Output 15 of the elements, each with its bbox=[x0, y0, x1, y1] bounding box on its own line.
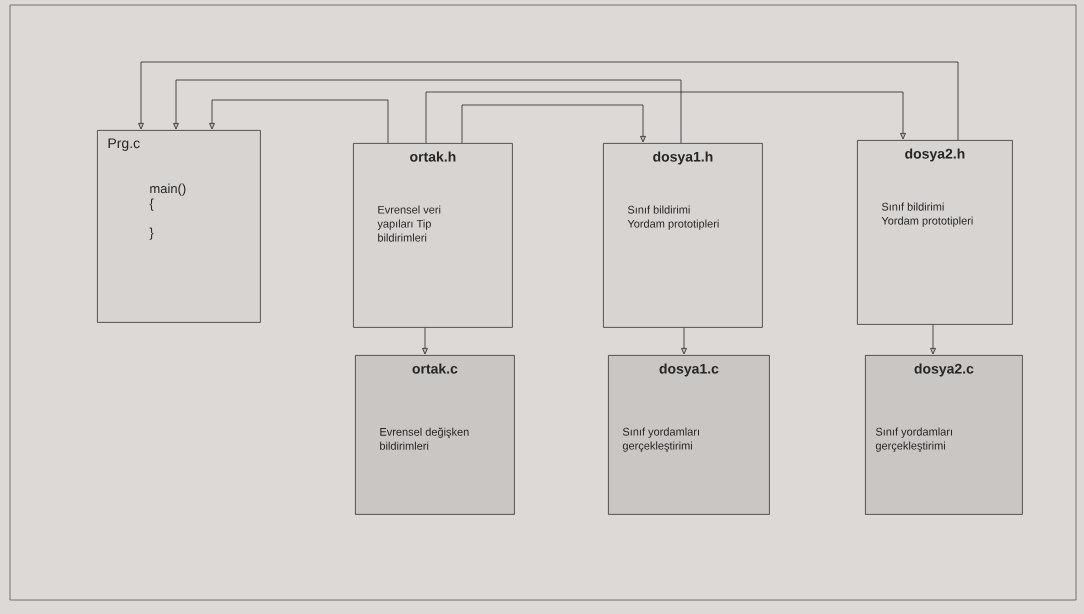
arrow bbox=[425, 91, 906, 144]
file-box: dosya2.c Sınıf yordamları gerçekleştirimi bbox=[865, 355, 1023, 515]
code-box: Prg.c main() { } bbox=[97, 130, 261, 323]
arrow bbox=[138, 61, 959, 141]
file-box: dosya1.h Sınıf bildirimi Yordam prototipleri bbox=[603, 143, 763, 328]
file-box: dosya2.h Sınıf bildirimi Yordam prototipleri bbox=[857, 140, 1013, 325]
file-box: ortak.h Evrensel veri yapıları Tip bildirimleri bbox=[353, 143, 513, 328]
file-box: dosya1.c Sınıf yordamları gerçekleştirimi bbox=[608, 355, 770, 515]
arrow bbox=[930, 324, 936, 355]
file-box: ortak.c Evrensel değişken bildirimleri bbox=[355, 355, 515, 515]
arrow bbox=[422, 327, 428, 355]
arrow bbox=[173, 79, 682, 144]
arrow bbox=[209, 99, 389, 144]
arrow bbox=[461, 104, 646, 144]
arrow bbox=[681, 327, 687, 355]
